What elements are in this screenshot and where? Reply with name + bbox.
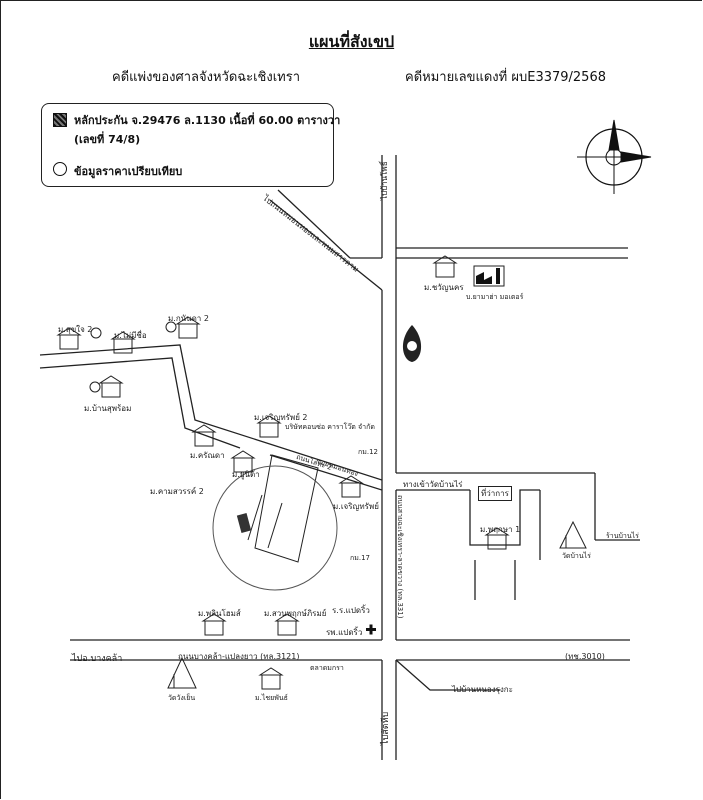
road-cross-right [396,472,640,600]
label-road-main: ถนนสายฉะเชิงเทรา-ลาดขวาง (ทล.331) [396,495,404,619]
collateral-swatch-icon [53,113,67,127]
compass-icon [577,119,652,194]
label-mu-ban-chay: ม.ไชยพันธ์ [255,694,288,702]
legend-box: หลักประกัน จ.29476 ล.1130 เนื้อที่ 60.00… [41,103,340,187]
label-mu-ban-charoen: ม.เจริญทรัพย์ 2 [254,413,308,422]
label-km-1: กม.12 [358,448,378,456]
road-bottom [70,639,630,691]
label-mu-ban-sawan-phumi: ม.สวนพฤกษ์ภิรมย์ [264,609,327,618]
house-icons [56,255,510,690]
hospital-icon [366,624,376,635]
label-mu-ban-suk: ม.สุขใจ 2 [58,325,93,334]
label-mu-ban-yunika: ม.ยูนิต้า [232,470,260,479]
legend-collateral-line2: (เลขที่ 74/8) [74,133,141,146]
label-district: ที่ว่าการ [478,486,512,501]
property-block [247,454,319,563]
label-to-nong-khla: ไปบ้านหนองรุงกะ [452,685,513,694]
label-company-2: บริษัทคอนซ่อ คาราโว๊ต จำกัด [285,423,375,431]
road-diagonal [269,189,628,291]
label-route-3010: (ทช.3010) [565,652,605,661]
label-mu-ban-sawan: ม.คามสวรรค์ 2 [150,487,204,496]
road-main [381,155,397,760]
label-km-2: กม.17 [350,554,370,562]
radius-circle [212,465,338,591]
label-mu-ban-charoen-sap: ม.เจริญทรัพย์ [333,502,379,511]
temple-icons [167,520,587,689]
factory-icon [473,265,505,287]
court-name: คดีแพ่งของศาลจังหวัดฉะเชิงเทรา [112,70,301,85]
emblem-icon [402,325,422,362]
label-mu-ban-anan: ม.กนันดา 2 [168,314,209,323]
label-hospital: รพ.แปดริ้ว [326,628,363,637]
label-school: ร.ร.แปดริ้ว [332,606,370,615]
label-mu-ban-kanda: ม.ครัณดา [190,451,225,460]
case-number: คดีหมายเลขแดงที่ ผบE3379/2568 [405,70,606,85]
label-mu-ban-ban-rom: ม.บ้านสุพร้อม [84,404,132,413]
label-pharmacy: ร้านบ้านไร่ [606,532,639,540]
label-to-bang-kho: ไปบ้านโพธิ์ [380,161,389,200]
comparison-circle-icon [53,162,67,176]
label-company: บ.ยามาฮ่า มอเตอร์ [466,293,524,301]
label-to-sam-phan: ไปสัตหีบ [381,711,391,745]
map-title: แผนที่สังเขป [308,32,395,51]
label-mu-ban-sinsanun: ม.พลินโฮมส์ [198,609,241,618]
numbered-markers [89,321,177,393]
label-to-bang-khla: ไปอ.บางคล้า [72,654,123,664]
label-mu-ban-praksa: ม.พฤกษา 1 [480,525,521,534]
label-mu-ban-wirun: ม.ชวัญนคร [424,283,464,292]
legend-collateral-line1: หลักประกัน จ.29476 ล.1130 เนื้อที่ 60.00… [74,114,341,127]
label-road-bang-khla: ถนนบางคล้า-แปลงยาว (ทล.3121) [178,652,300,661]
legend-comparison: ข้อมูลราคาเปรียบเทียบ [74,165,183,178]
label-wat-phra: วัดวังเย็น [168,694,196,702]
label-mu-ban-mai: ม.ไม่มีชื่อ [114,331,147,340]
label-sign: ทางเข้าวัดบ้านไร่ [403,480,463,489]
label-post: ตลาดมกรา [310,664,344,672]
collateral-parcel [236,513,252,533]
label-temple-2: วัดบ้านไร่ [562,552,591,560]
